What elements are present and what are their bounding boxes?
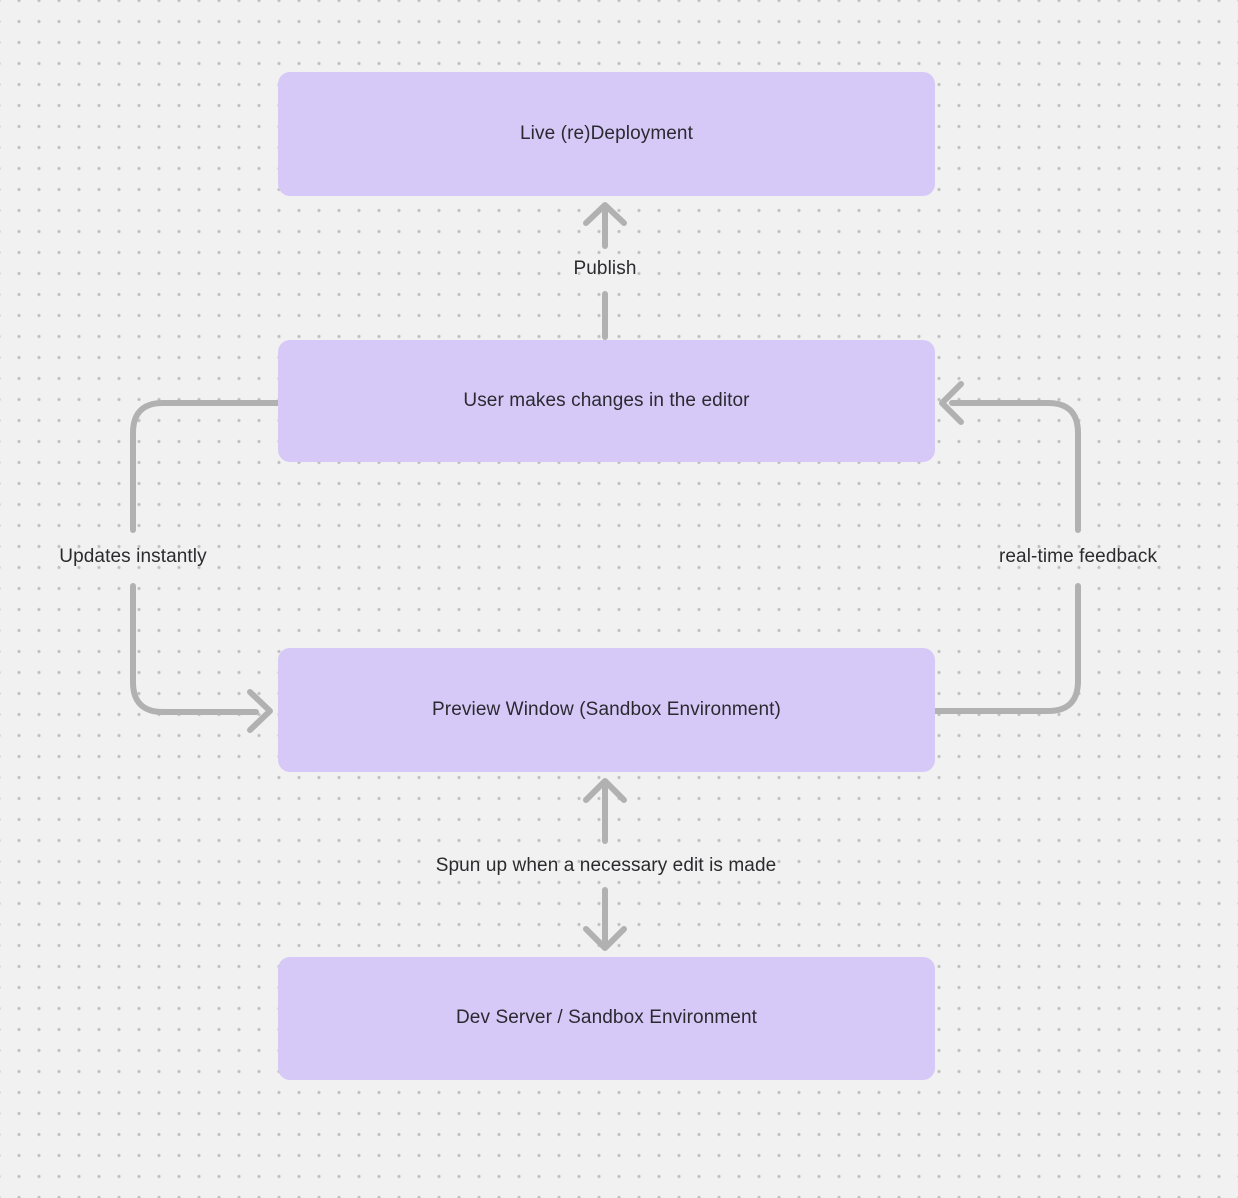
arrowhead-left-icon [939, 381, 964, 425]
arrow-shaft [949, 400, 1081, 533]
node-preview-window[interactable]: Preview Window (Sandbox Environment) [278, 648, 935, 772]
arrowhead-down-icon [583, 926, 627, 951]
edge-label-realtime-feedback: real-time feedback [998, 546, 1158, 567]
realtime-feedback-arrow[interactable] [932, 381, 1081, 714]
updates-instantly-arrow[interactable] [130, 400, 281, 733]
node-label: Dev Server / Sandbox Environment [455, 1007, 757, 1029]
publish-arrow[interactable] [583, 202, 627, 340]
node-label: Live (re)Deployment [520, 122, 693, 144]
node-user-makes-changes[interactable]: User makes changes in the editor [278, 340, 935, 462]
edge-label-updates-instantly: Updates instantly [59, 546, 207, 567]
edge-label-spun-up: Spun up when a necessary edit is made [435, 855, 777, 876]
node-label: Preview Window (Sandbox Environment) [432, 698, 781, 720]
arrow-shaft [130, 400, 281, 533]
arrow-shaft [130, 583, 259, 715]
arrowhead-right-icon [247, 689, 273, 733]
edge-label-publish: Publish [573, 258, 637, 279]
node-label: User makes changes in the editor [463, 389, 750, 411]
node-dev-server[interactable]: Dev Server / Sandbox Environment [278, 957, 935, 1080]
arrow-shaft [932, 583, 1081, 714]
spun-up-arrow[interactable] [583, 778, 627, 951]
node-live-redeployment[interactable]: Live (re)Deployment [278, 72, 935, 196]
